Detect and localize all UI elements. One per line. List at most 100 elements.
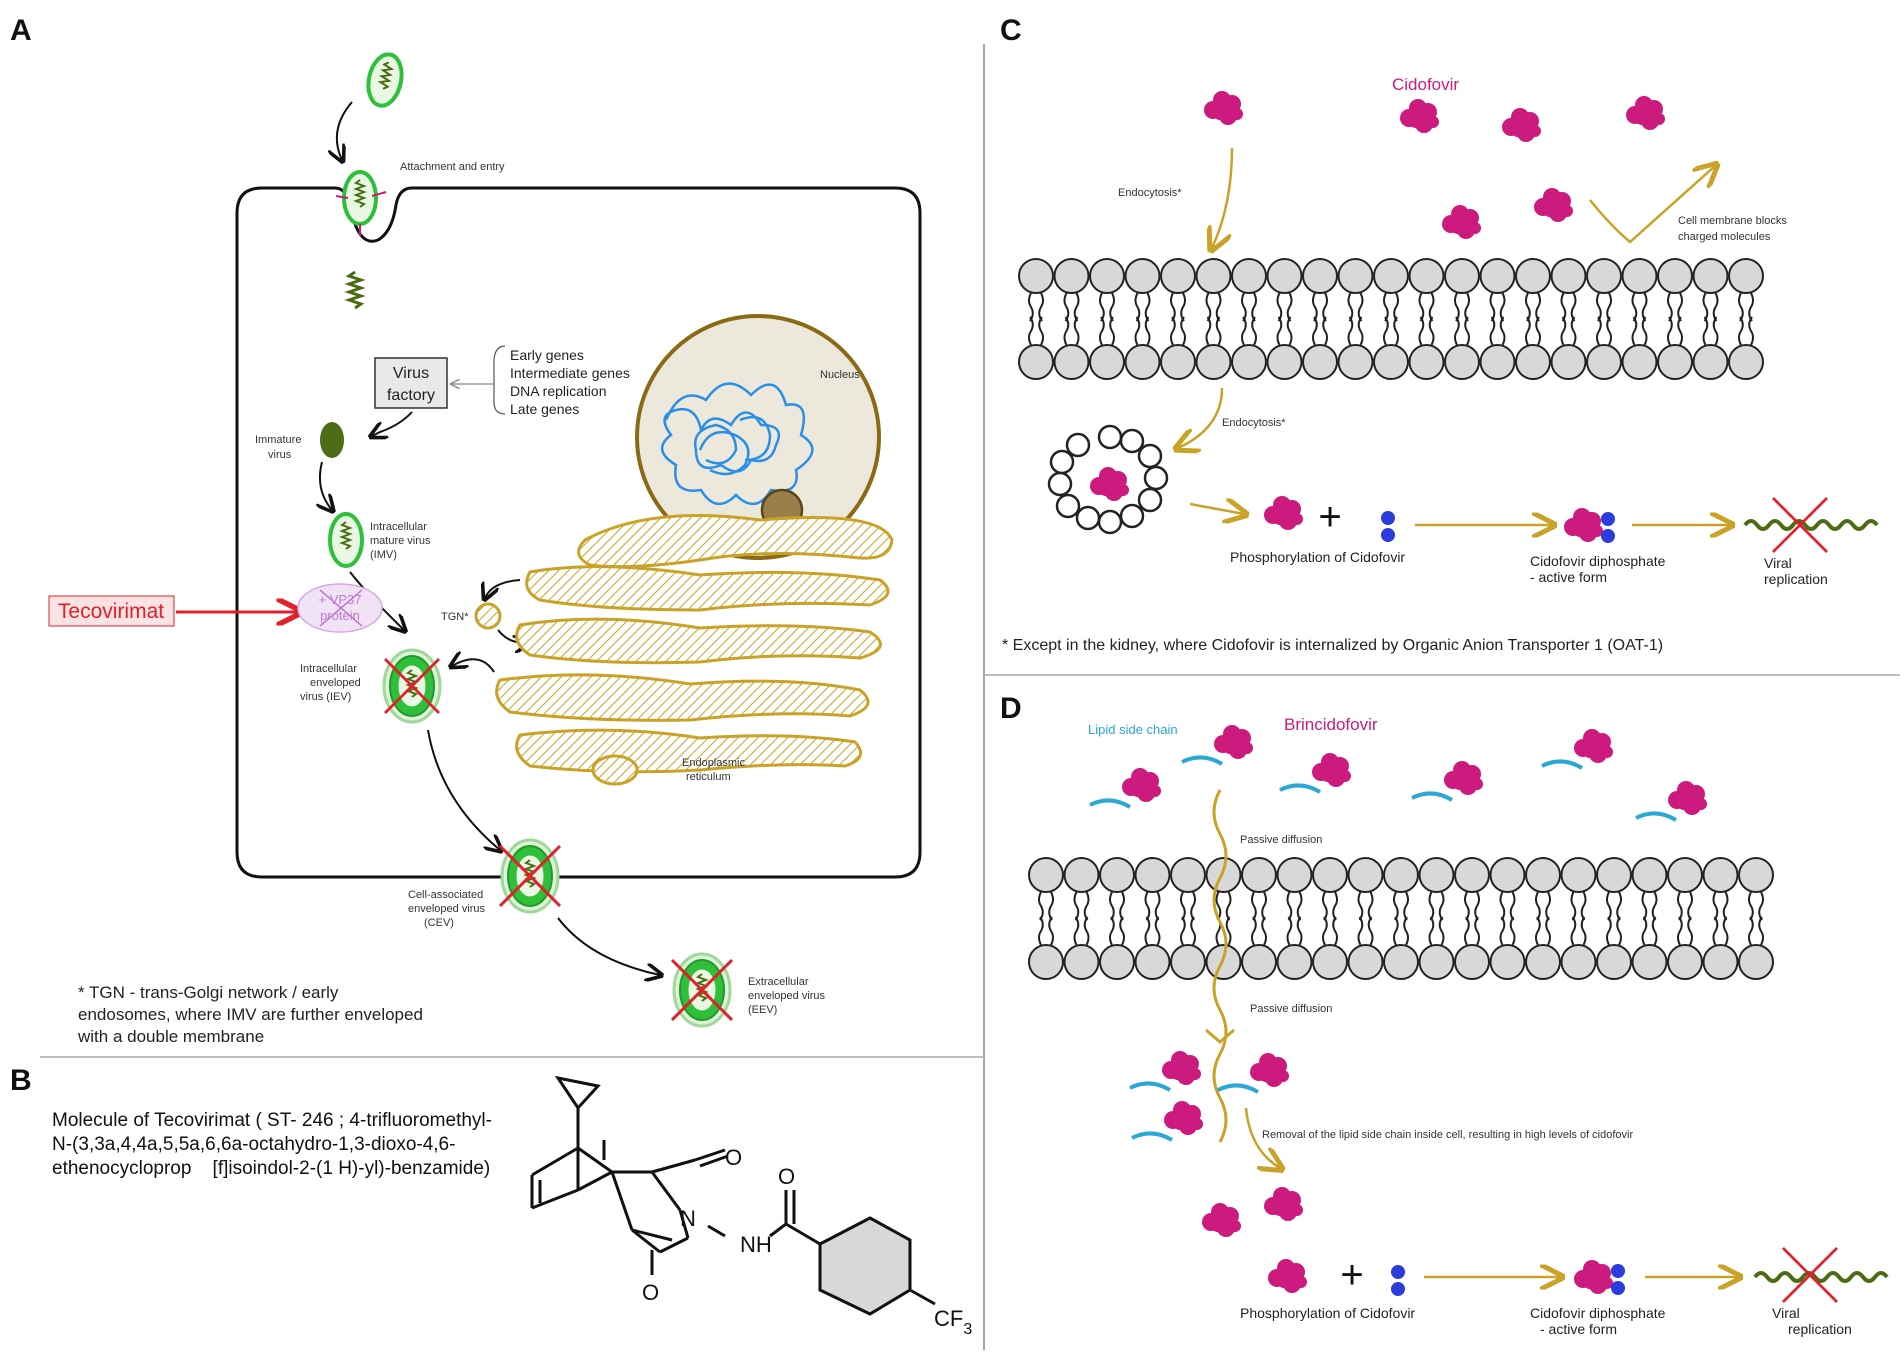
internalized-brincidofovir	[1129, 1051, 1289, 1142]
immature-line2: virus	[268, 449, 292, 461]
plus-sign-d: +	[1340, 1253, 1363, 1297]
diphosphate-d-line2: - active form	[1540, 1321, 1617, 1337]
atom-n: N	[680, 1206, 696, 1231]
lipid-head-outer	[1089, 258, 1125, 322]
lipid-head-outer	[1667, 857, 1703, 921]
attachment-label: Attachment and entry	[400, 161, 505, 173]
arrow-factory-immature	[372, 411, 413, 436]
iev-line1: Intracellular	[300, 663, 357, 675]
panel-b: B Molecule of Tecovirimat ( ST- 246 ; 4-…	[10, 1064, 972, 1338]
lipid-head-inner	[1170, 916, 1206, 980]
lipid-head-inner	[1454, 916, 1490, 980]
nucleus-icon	[635, 314, 881, 560]
lipid-head-inner	[1444, 316, 1480, 380]
lipid-head-outer	[1444, 258, 1480, 322]
lipid-head-inner	[1089, 316, 1125, 380]
endocytosis-label-1: Endocytosis*	[1118, 187, 1182, 199]
lipid-head-inner	[1053, 316, 1090, 380]
lipid-head-outer	[1621, 258, 1658, 322]
lipid-head-inner	[1667, 916, 1703, 980]
lipid-head-outer	[1337, 258, 1374, 322]
lipid-head-inner	[1692, 316, 1729, 380]
lipid-head-inner	[1550, 316, 1587, 380]
lipid-head-outer	[1124, 258, 1161, 322]
lipid-head-outer	[1266, 258, 1303, 322]
cev-line1: Cell-associated	[408, 889, 483, 901]
cev-line2: enveloped virus	[408, 903, 486, 915]
cell-membrane-d	[1028, 857, 1774, 980]
atom-cf3: CF3	[934, 1306, 972, 1338]
atom-o-bottom: O	[642, 1280, 659, 1305]
viral-dna-c-icon	[1743, 519, 1879, 531]
lipid-side-chain-label: Lipid side chain	[1088, 722, 1178, 737]
lipid-head-outer	[1134, 857, 1171, 921]
arrow-er-tgn	[485, 579, 521, 598]
lipid-head-inner	[1702, 916, 1739, 980]
eev-line1: Extracellular	[748, 976, 809, 988]
panel-d: D Lipid side chain Brincidofovir Passive…	[1000, 692, 1889, 1337]
lipid-head-outer	[1160, 258, 1196, 322]
brincidofovir-label: Brincidofovir	[1284, 715, 1378, 734]
lipid-head-inner	[1418, 916, 1455, 980]
lipid-head-inner	[1586, 316, 1622, 380]
diphosphate-d-icon	[1574, 1260, 1613, 1294]
lipid-head-inner	[1337, 316, 1374, 380]
virus-factory-box	[374, 357, 448, 409]
endosome-icon	[1047, 424, 1169, 535]
lipid-head-outer	[1596, 857, 1632, 921]
lipid-head-outer	[1099, 857, 1135, 921]
lipid-head-outer	[1418, 857, 1455, 921]
nucleus-label: Nucleus	[820, 369, 860, 381]
diphosphate-d-phos-icon	[1611, 1264, 1625, 1295]
tecovirimat-label: Tecovirimat	[58, 600, 164, 623]
diphosphate-d-line1: Cidofovir diphosphate	[1530, 1305, 1666, 1321]
lipid-head-inner	[1099, 916, 1135, 980]
lipid-head-inner	[1408, 316, 1445, 380]
lipid-head-outer	[1525, 857, 1561, 921]
footnote-a-line1: * TGN - trans-Golgi network / early	[78, 983, 339, 1002]
internalized-cidofovir-icon	[1090, 467, 1129, 501]
lipid-head-outer	[1195, 258, 1232, 322]
lipid-head-inner	[1134, 916, 1171, 980]
er-line2: reticulum	[686, 771, 731, 783]
lipid-head-inner	[1621, 316, 1658, 380]
immature-line1: Immature	[255, 434, 301, 446]
lipid-head-inner	[1028, 916, 1064, 980]
viral-c-line1: Viral	[1764, 555, 1792, 571]
blocks-line2: charged molecules	[1678, 231, 1771, 243]
molecule-desc-line2: N-(3,3a,4,4a,5,5a,6,6a-octahydro-1,3-dio…	[52, 1134, 455, 1155]
tgn-icon	[474, 602, 502, 630]
lipid-head-inner	[1479, 316, 1516, 380]
cell-membrane-c	[1018, 258, 1764, 380]
arrow-entry	[337, 101, 353, 160]
lipid-head-outer	[1276, 857, 1313, 921]
tecovirimat-box	[48, 595, 175, 627]
lipid-head-inner	[1738, 916, 1774, 980]
cidofovir-free-icon	[1264, 496, 1303, 530]
panel-b-letter: B	[10, 1064, 32, 1097]
lipid-head-outer	[1586, 258, 1622, 322]
arrow-release	[1189, 504, 1244, 514]
lipid-head-outer	[1231, 258, 1267, 322]
diphosphate-icon	[1564, 508, 1603, 542]
lipid-head-inner	[1231, 316, 1267, 380]
tgn-label: TGN*	[441, 611, 469, 623]
lipid-head-inner	[1657, 316, 1693, 380]
lipid-head-inner	[1347, 916, 1384, 980]
lipid-head-outer	[1454, 857, 1490, 921]
vp37-line2: protein	[320, 608, 360, 623]
lipid-head-inner	[1302, 316, 1338, 380]
phosphorylation-label-c: Phosphorylation of Cidofovir	[1230, 549, 1405, 565]
lipid-head-outer	[1489, 857, 1526, 921]
plus-sign-c: +	[1318, 495, 1341, 539]
imv-line3: (IMV)	[370, 549, 397, 561]
lipid-head-outer	[1302, 258, 1338, 322]
virus-factory-line2: factory	[387, 387, 435, 404]
lipid-head-outer	[1728, 258, 1764, 322]
vp37-line1: + VP37	[318, 592, 361, 607]
gene-3: DNA replication	[510, 383, 607, 399]
er-line1: Endoplasmic	[682, 757, 745, 769]
arrow-removal	[1244, 1107, 1280, 1168]
lipid-head-outer	[1373, 258, 1409, 322]
arrow-to-iev	[452, 659, 495, 673]
